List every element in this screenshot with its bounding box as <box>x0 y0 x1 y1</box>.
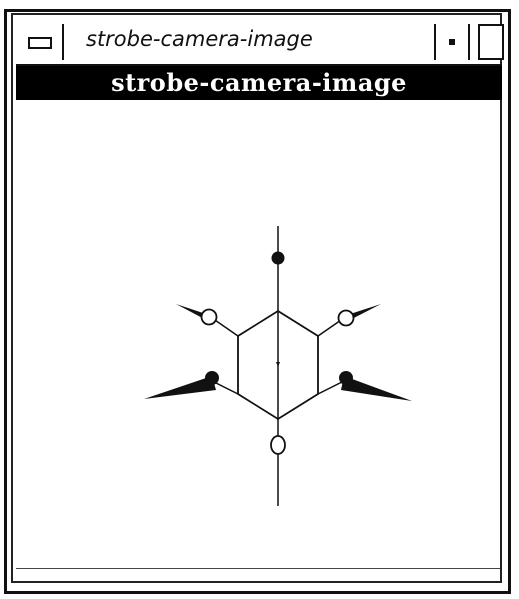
maximize-button[interactable] <box>478 24 504 60</box>
center-marker <box>276 362 280 367</box>
minimize-icon <box>449 39 455 45</box>
window-title: strobe-camera-image <box>86 27 313 51</box>
marker-bottom <box>271 436 285 454</box>
window-menu-button[interactable] <box>16 24 64 60</box>
minimize-button[interactable] <box>434 24 470 60</box>
marker-upper-right <box>339 311 354 326</box>
window-name-banner: strobe-camera-image <box>16 66 502 100</box>
canvas-bottom-edge <box>16 568 500 569</box>
strobe-image-canvas[interactable] <box>16 100 500 570</box>
arm-lower-right <box>318 381 344 394</box>
strobe-drawing <box>16 100 500 570</box>
marker-upper-left <box>202 310 217 325</box>
title-bar[interactable]: strobe-camera-image <box>16 22 502 66</box>
marker-lower-right <box>339 371 353 385</box>
marker-lower-left <box>205 371 219 385</box>
window-menu-icon <box>28 37 52 49</box>
marker-top <box>272 252 285 265</box>
